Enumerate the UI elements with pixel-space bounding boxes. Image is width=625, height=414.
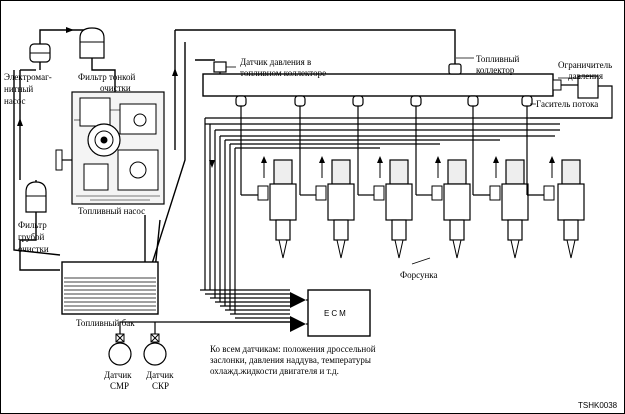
leader-lines xyxy=(411,57,580,265)
label-coarse-filter: Фильтр грубой очистки xyxy=(18,220,49,254)
sensor-lines xyxy=(119,321,290,340)
injector-6 xyxy=(526,106,585,259)
label-fuel-pump: Топливный насос xyxy=(78,206,145,216)
injector-1 xyxy=(240,106,297,259)
cmp-sensor xyxy=(108,333,132,366)
rail-pressure-sensor xyxy=(213,61,236,74)
figure-code: TSHK0038 xyxy=(578,401,618,410)
fine-filter xyxy=(79,27,105,59)
fuel-lines-left xyxy=(13,28,456,271)
rail-inlet xyxy=(448,63,462,75)
injector-3 xyxy=(357,106,413,259)
label-flow-damper: Гаситель потока xyxy=(536,99,598,109)
label-fine-filter: Фильтр тонкой очистки xyxy=(78,72,138,93)
label-cmp-sensor: Датчик СМР xyxy=(104,370,134,391)
flow-dampers xyxy=(235,95,533,107)
label-fuel-tank: Топливный бак xyxy=(76,318,135,328)
label-pressure-sensor: Датчик давления в топливном коллекторе xyxy=(240,57,326,78)
coarse-filter xyxy=(25,181,47,213)
label-ecm: ECM xyxy=(324,309,348,318)
injectors xyxy=(240,106,585,259)
label-sensors-note: Ко всем датчикам: положения дроссельной … xyxy=(210,344,378,376)
injector-2 xyxy=(299,106,355,259)
label-pressure-limiter: Ограничитель давления xyxy=(558,60,614,81)
electromagnetic-pump xyxy=(29,43,51,63)
label-ckp-sensor: Датчик СКР xyxy=(146,370,176,391)
label-injector: Форсунка xyxy=(400,270,438,280)
return-lines xyxy=(200,117,612,323)
ecm-unit xyxy=(290,289,371,337)
injector-4 xyxy=(415,106,471,259)
fuel-tank xyxy=(61,261,159,315)
fuel-rail xyxy=(202,73,578,97)
label-fuel-rail: Топливный коллектор xyxy=(476,54,522,75)
injector-5 xyxy=(472,106,529,259)
ckp-sensor xyxy=(143,333,167,366)
label-electromagnetic-pump: Электромаг- нитный насос xyxy=(4,72,54,106)
fuel-pump xyxy=(55,91,165,205)
